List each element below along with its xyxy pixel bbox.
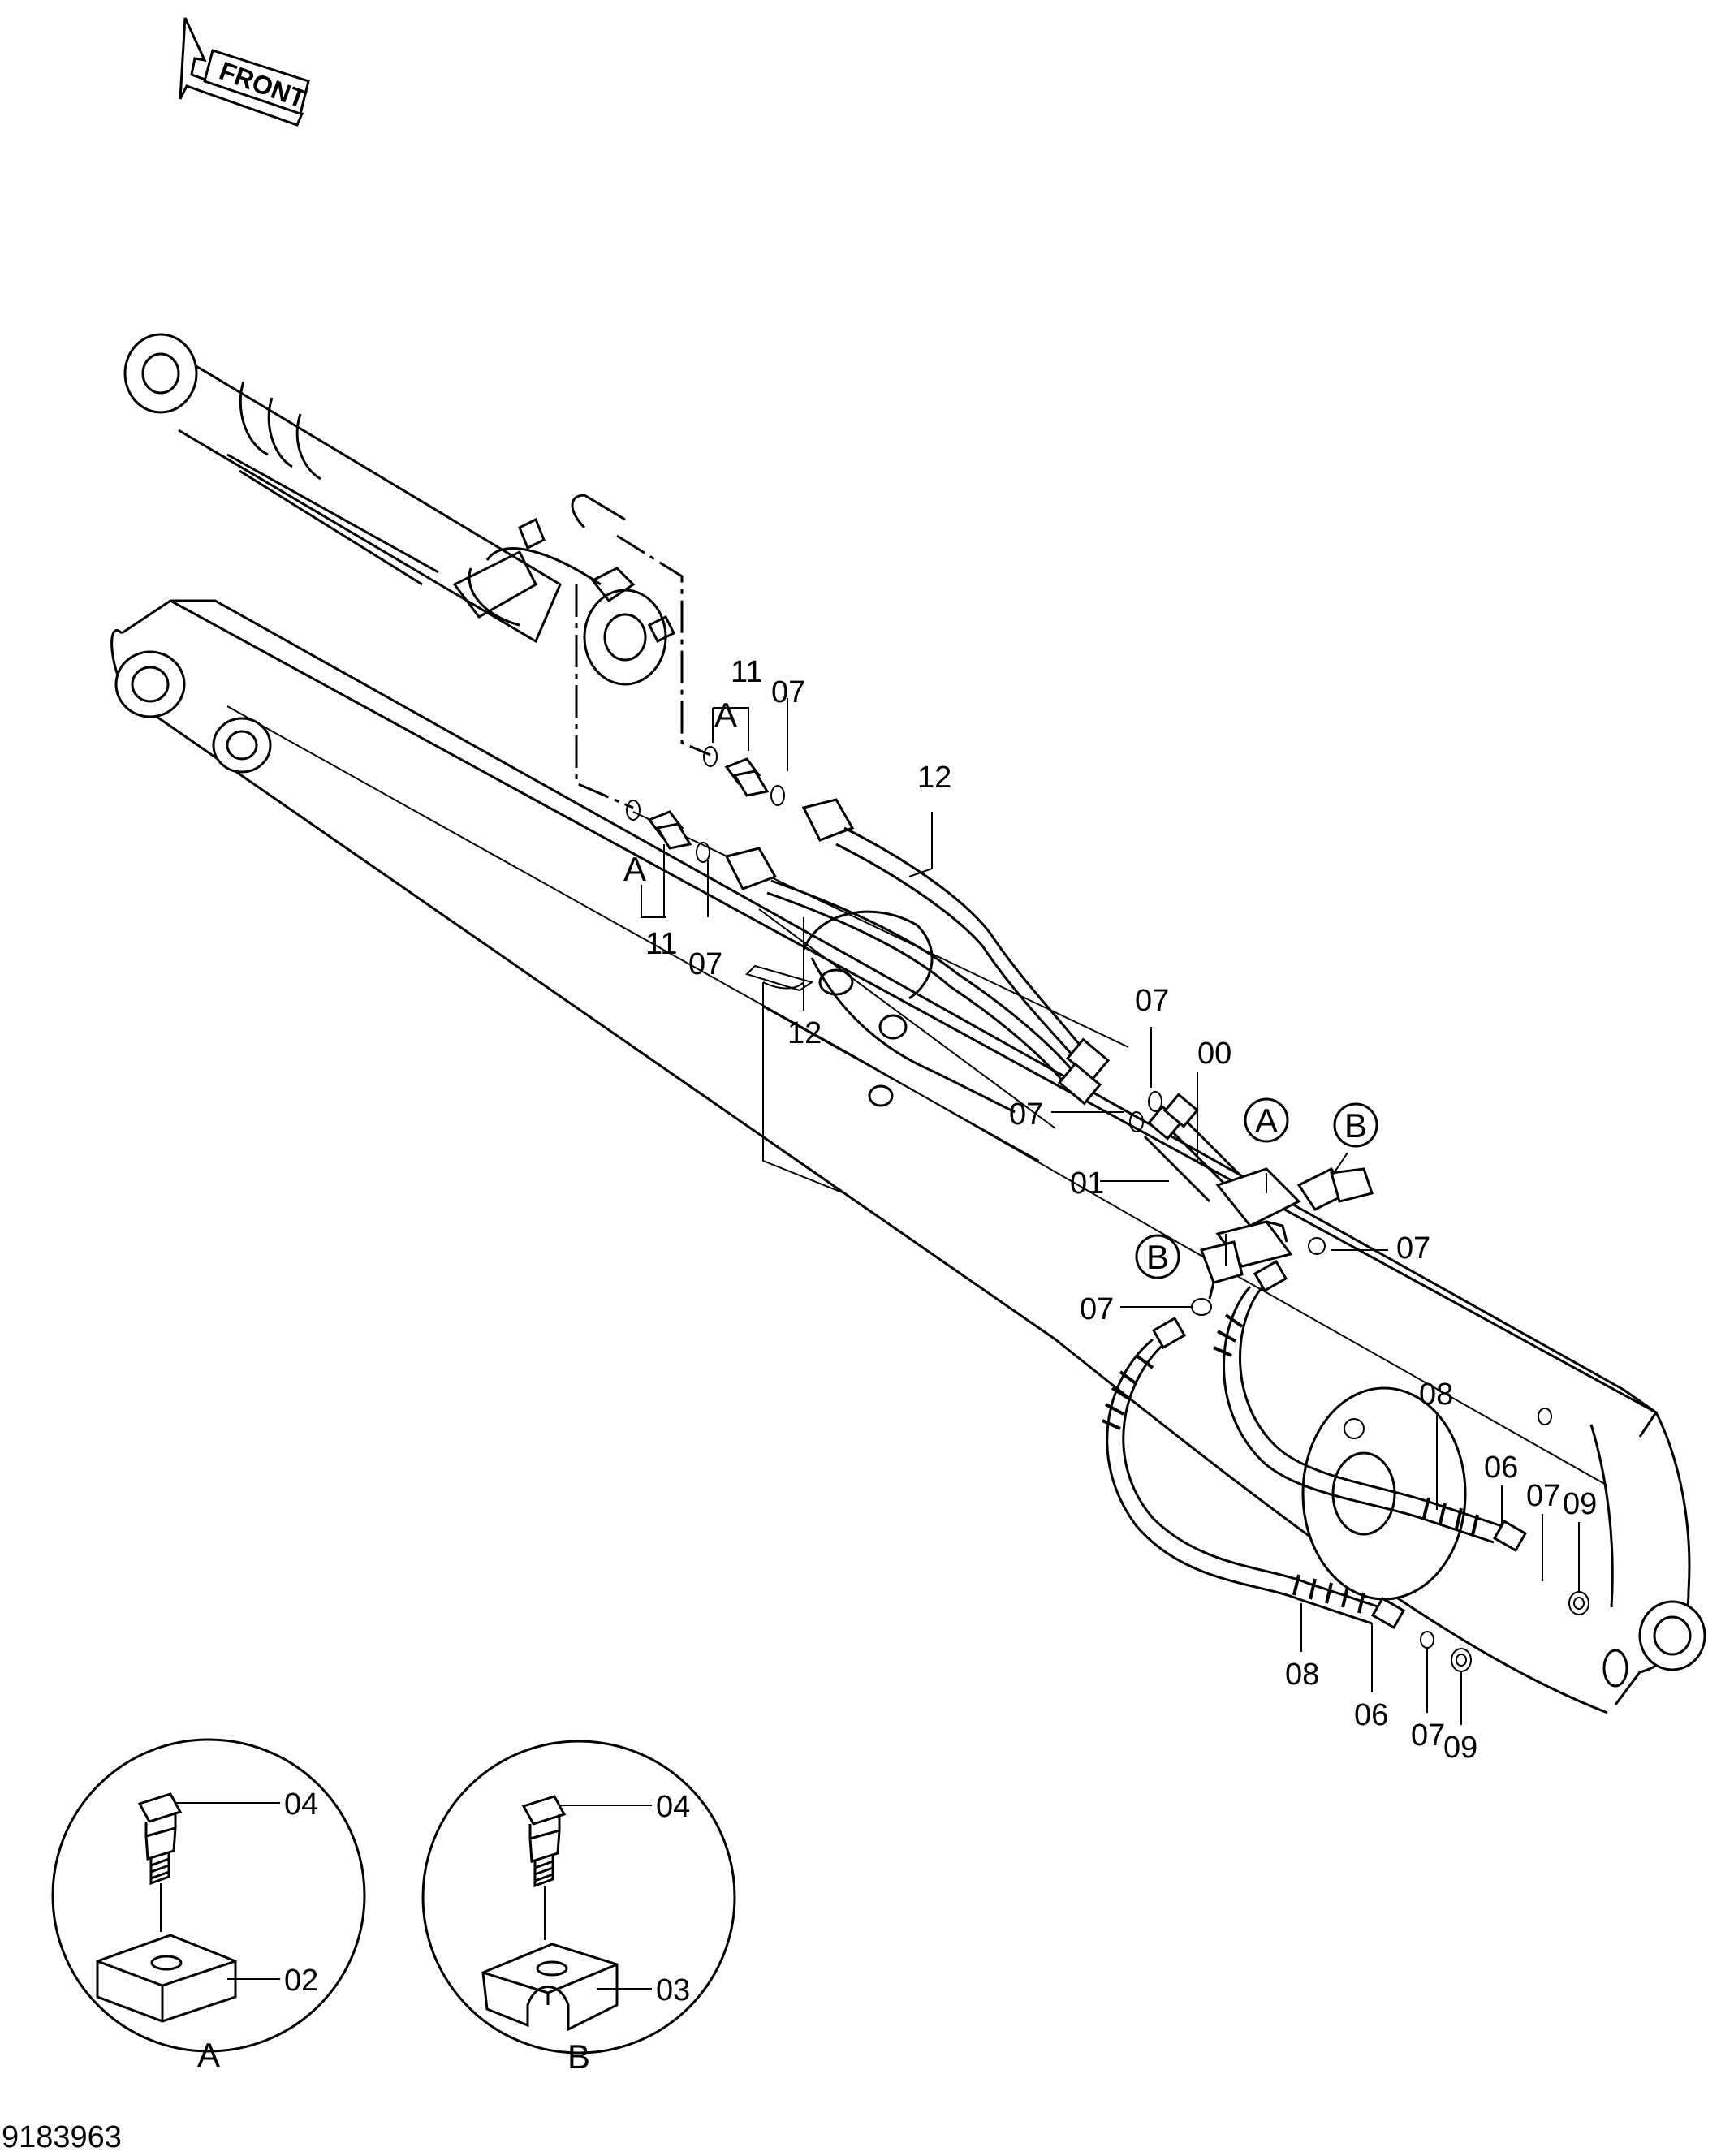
marker-a-top: A	[1244, 1097, 1289, 1143]
valve-block	[1143, 1093, 1374, 1300]
label-07-upper: 07	[771, 675, 805, 709]
detail-b-caption: B	[567, 2037, 590, 2076]
svg-text:B: B	[1344, 1106, 1367, 1145]
label-07-lower: 07	[688, 947, 722, 981]
label-07-right-lower: 07	[1411, 1718, 1445, 1753]
label-07-block-left: 07	[1009, 1097, 1043, 1132]
flex-hoses-08	[1102, 1260, 1528, 1629]
upper-fittings	[626, 746, 785, 863]
detail-b-label-04: 04	[656, 1790, 690, 1824]
marker-b-top: B	[1333, 1102, 1378, 1148]
boom-cylinder	[123, 333, 676, 686]
boom-bracket	[762, 910, 1040, 1162]
detail-a-label-02: 02	[284, 1964, 318, 1998]
label-07-block-right: 07	[1396, 1231, 1430, 1266]
label-08-upper: 08	[1419, 1378, 1453, 1412]
hose-12-pair	[724, 798, 1111, 1106]
routing-lines	[575, 534, 1129, 1194]
svg-text:B: B	[1146, 1238, 1169, 1276]
detail-a-caption: A	[197, 2036, 220, 2074]
label-00: 00	[1197, 1037, 1231, 1071]
label-06-upper: 06	[1484, 1451, 1518, 1485]
o-rings	[1129, 1091, 1590, 1672]
label-07-right-upper: 07	[1526, 1479, 1560, 1513]
diagram-id: 9183963	[2, 2120, 122, 2154]
boom-arm	[110, 599, 1706, 1714]
label-09-upper: 09	[1563, 1487, 1597, 1521]
label-09-lower: 09	[1443, 1731, 1477, 1765]
adapter-a-lower-label: A	[623, 850, 646, 888]
label-01: 01	[1070, 1166, 1104, 1201]
detail-a-label-04: 04	[284, 1787, 318, 1822]
detail-b-label-03: 03	[656, 1973, 690, 2007]
detail-view-b: 04 03 B	[421, 1740, 736, 2076]
label-12-upper: 12	[917, 761, 951, 795]
label-07-block-bottom: 07	[1080, 1292, 1114, 1326]
label-11-upper: 11	[731, 655, 762, 689]
adapter-a-upper-label: A	[714, 696, 737, 734]
label-07-block-top: 07	[1135, 984, 1169, 1018]
label-12-lower: 12	[787, 1016, 822, 1050]
front-arrow: FRONT	[179, 17, 310, 127]
label-11-lower: 11	[645, 927, 677, 961]
marker-b-left: B	[1135, 1234, 1180, 1279]
svg-text:A: A	[1255, 1102, 1278, 1140]
leader-lines	[641, 698, 1580, 1725]
label-06-lower: 06	[1354, 1698, 1388, 1732]
label-08-lower: 08	[1285, 1658, 1319, 1692]
detail-view-a: 04 02 A	[51, 1738, 366, 2074]
